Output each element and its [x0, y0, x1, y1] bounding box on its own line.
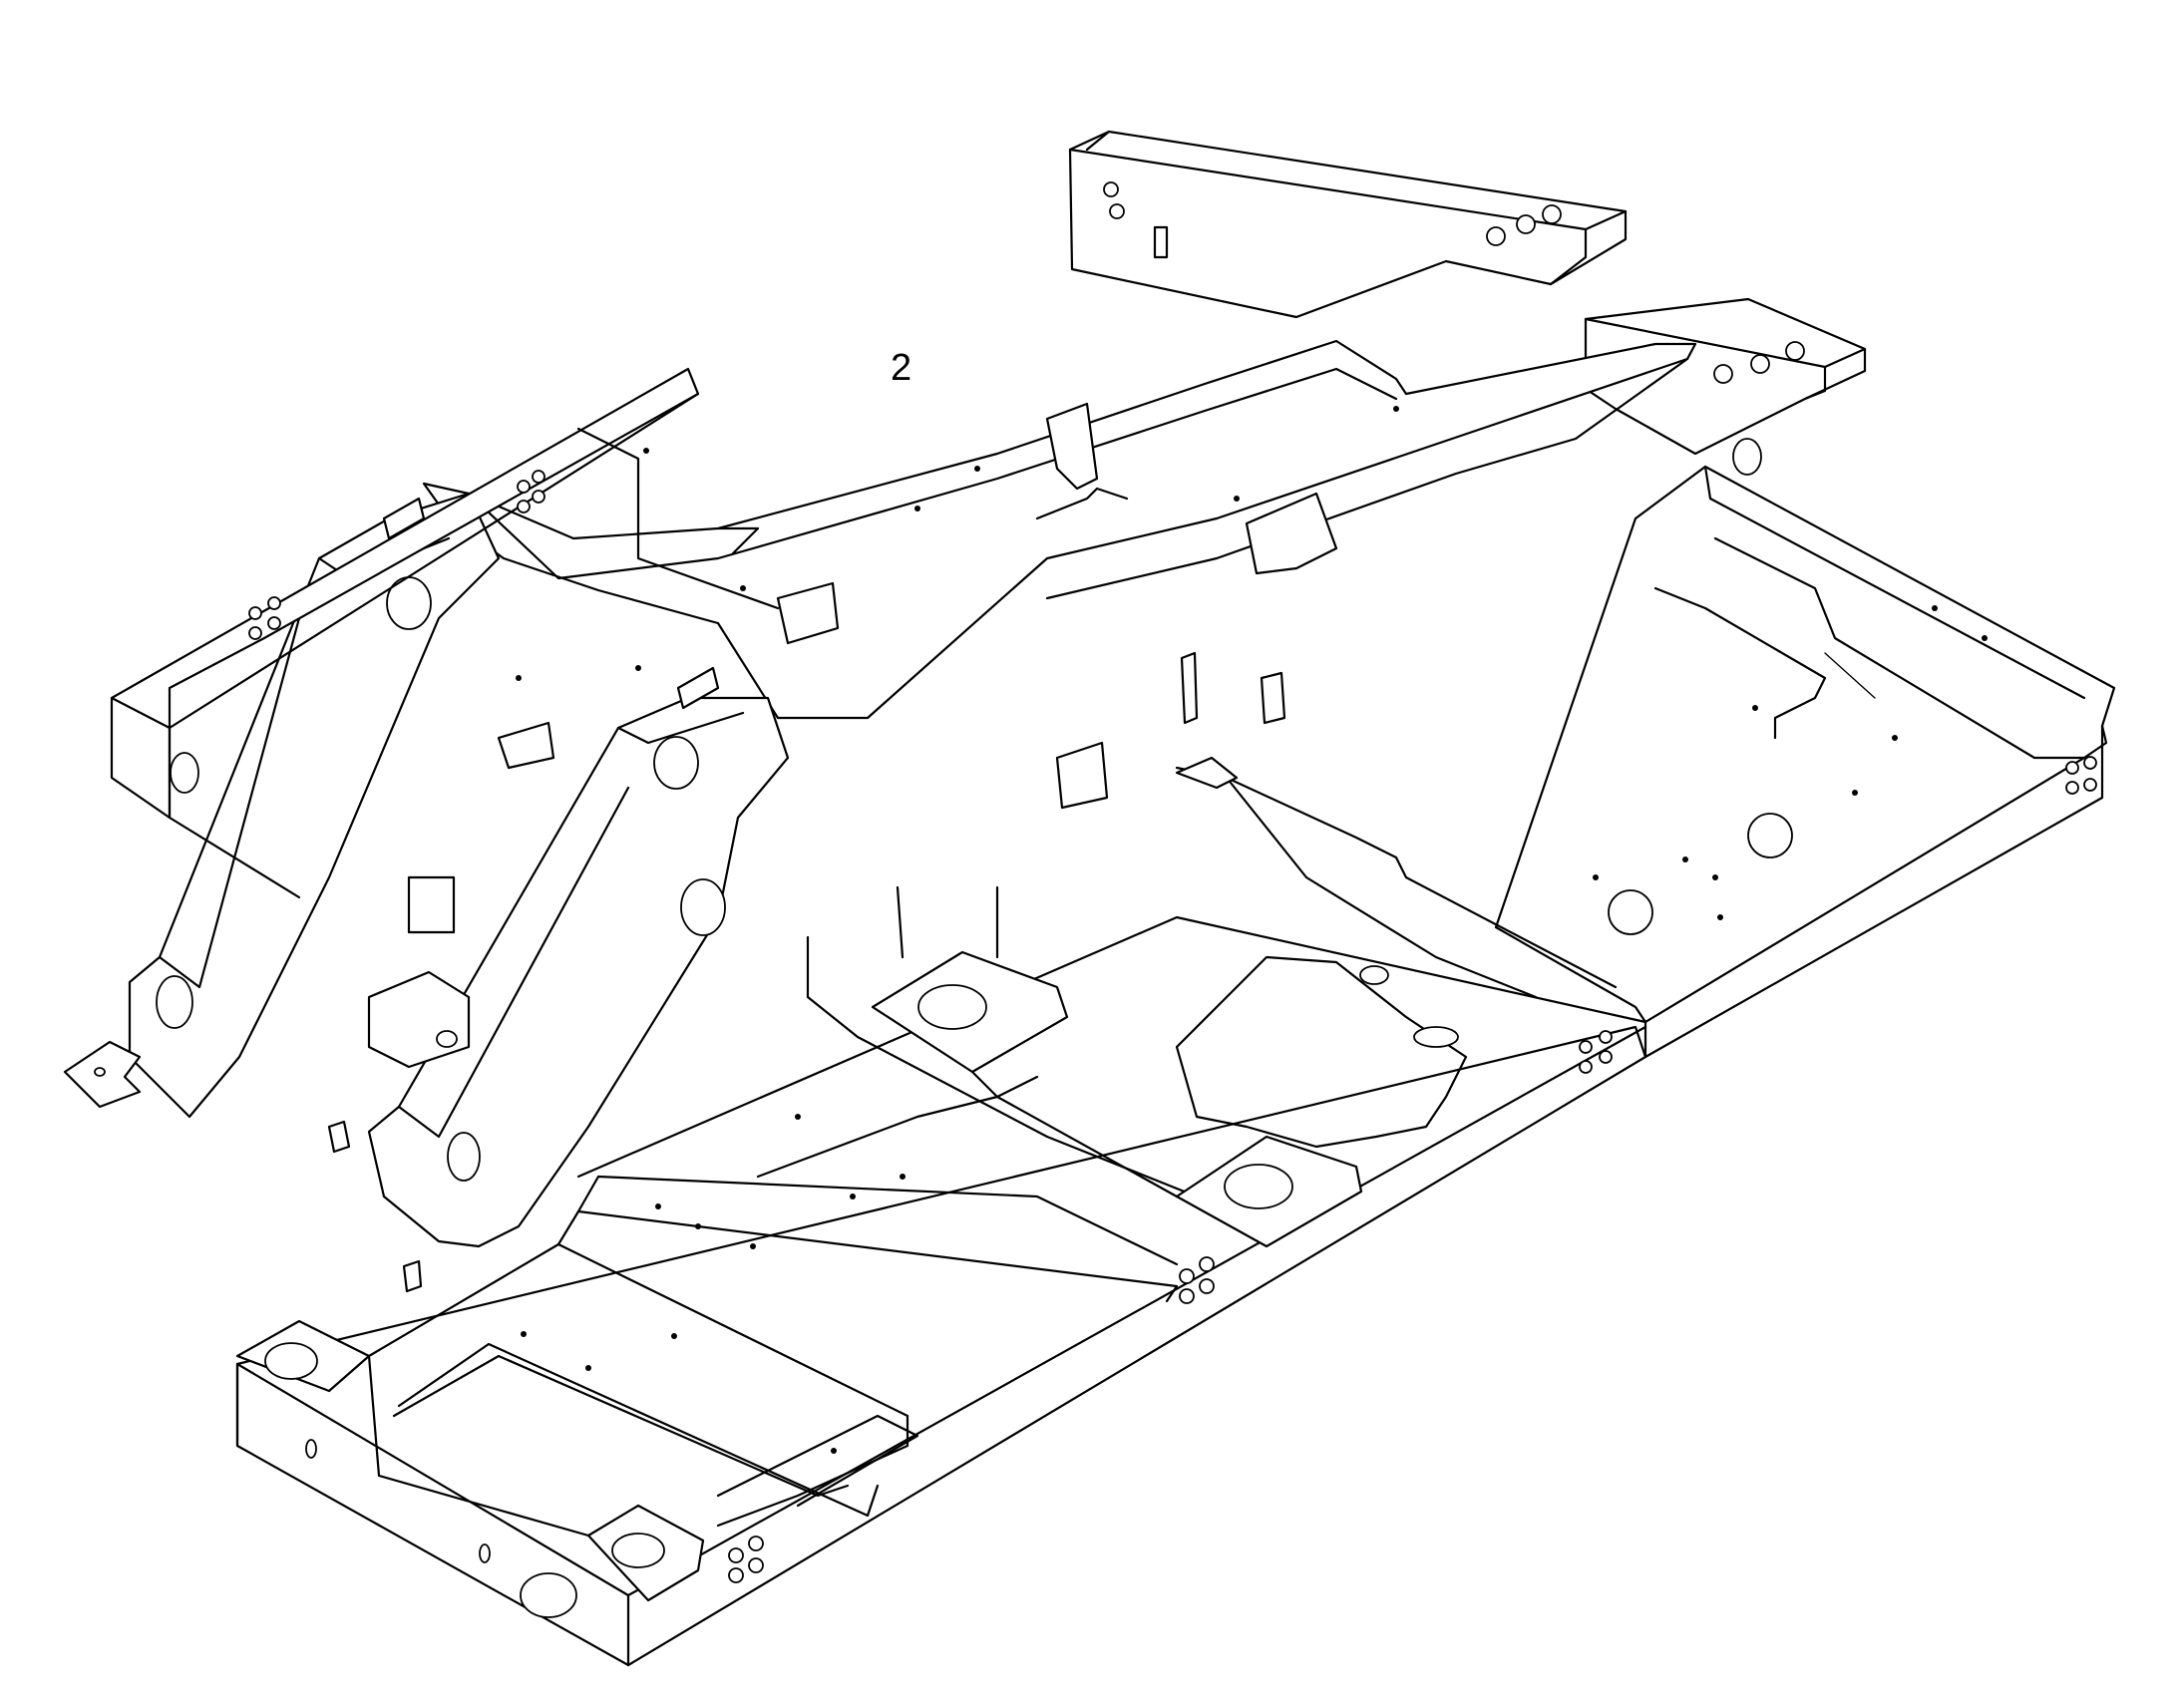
misc-brackets — [327, 402, 1399, 1293]
right-deck-platform — [1494, 465, 2116, 1059]
front-corner-box — [235, 1319, 705, 1602]
rear-cross-beam-lower — [1584, 297, 1867, 476]
front-subframe — [367, 1175, 1179, 1528]
center-floor — [576, 756, 1647, 1249]
boom-foot-left-tower — [128, 492, 501, 1119]
boom-foot-right-tower — [367, 666, 790, 1248]
front-left-mount-foot — [63, 1040, 142, 1109]
center-opening — [1175, 955, 1468, 1149]
callout-label: 2 — [891, 347, 912, 389]
center-long-beam — [422, 339, 1697, 720]
rear-cross-beam-upper — [1068, 130, 1628, 319]
rear-left-rail — [110, 367, 780, 899]
